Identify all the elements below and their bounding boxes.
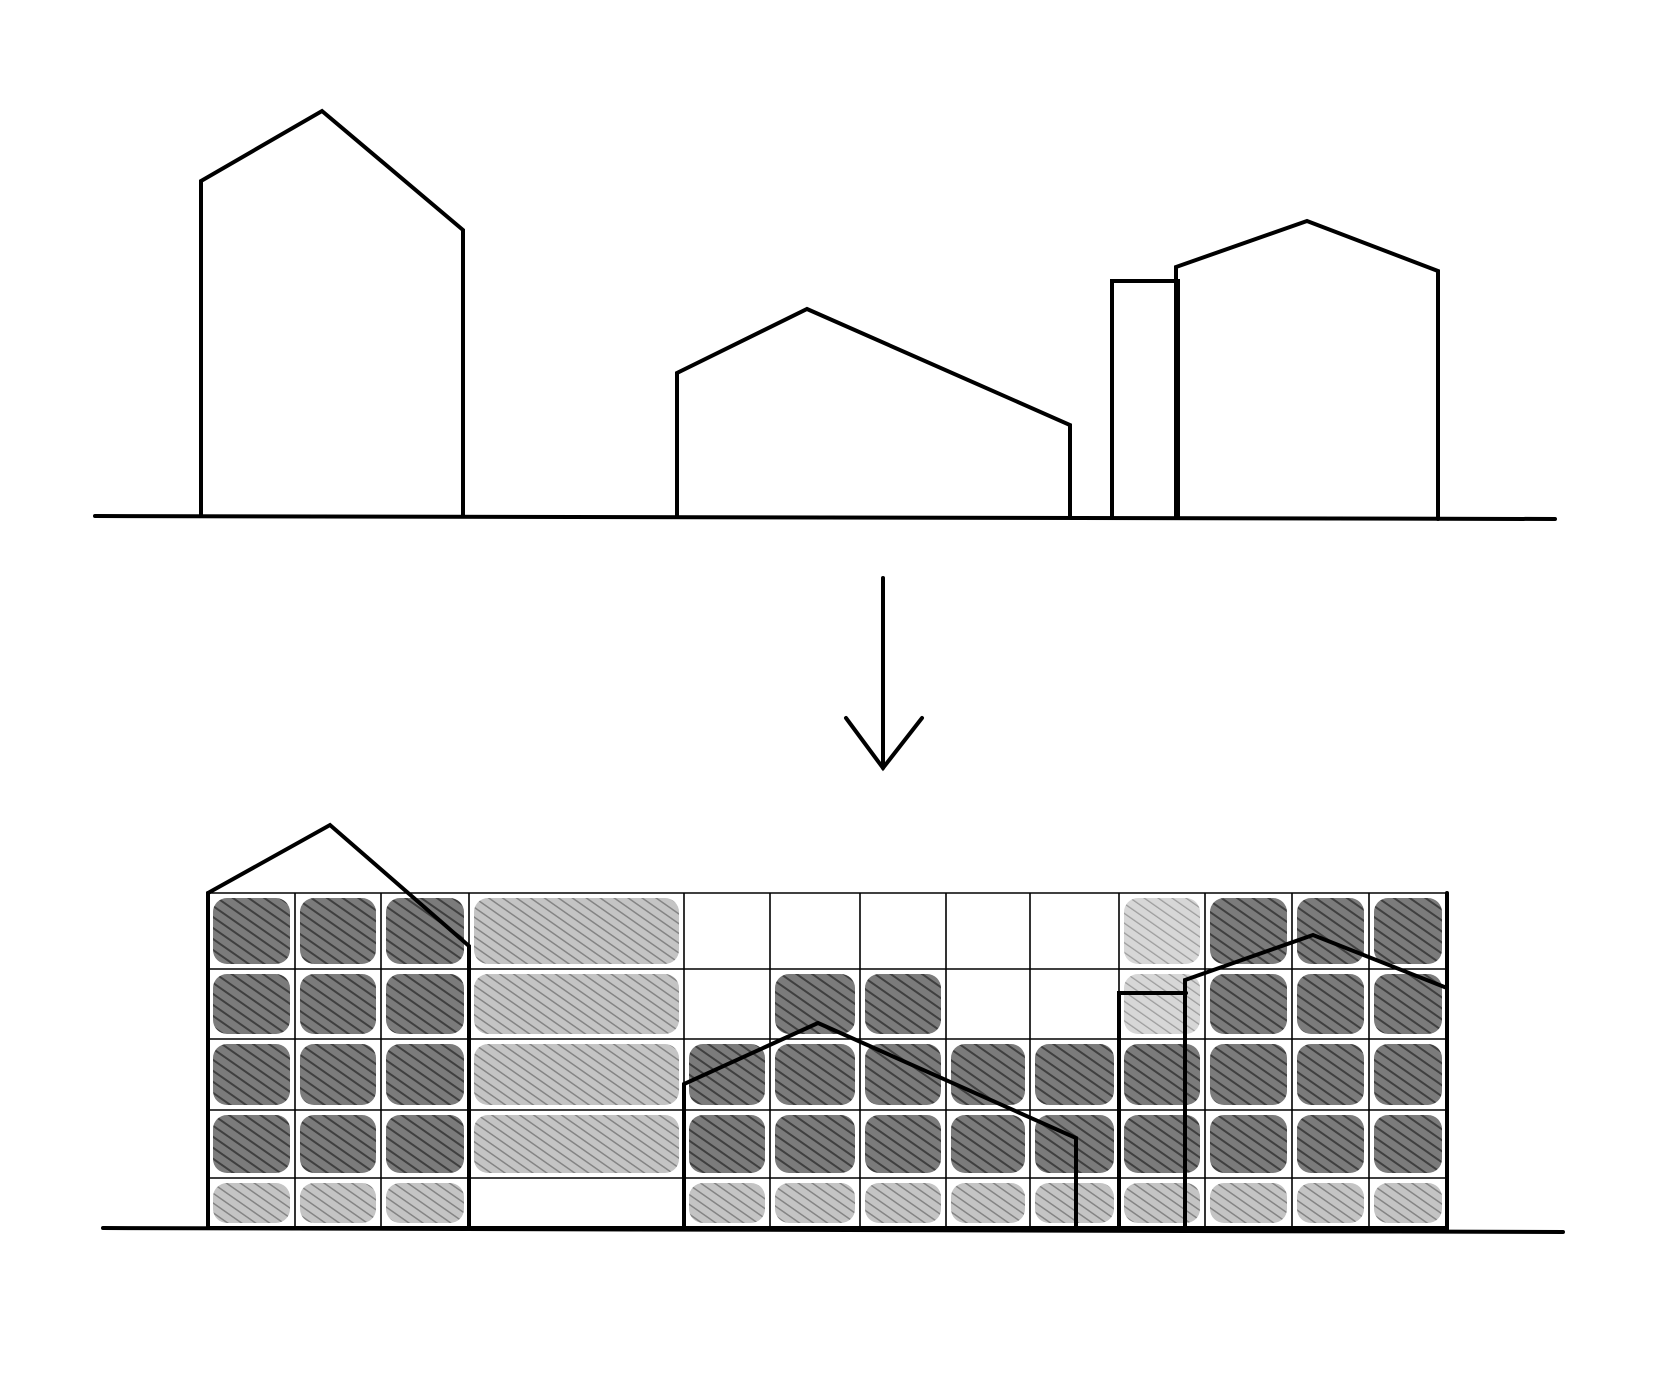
hatched-cell <box>951 1115 1025 1173</box>
hatched-cell <box>386 974 464 1034</box>
hatched-cell <box>213 974 290 1034</box>
hatched-cell <box>386 898 464 964</box>
hatched-cell <box>1297 1183 1364 1223</box>
hatched-cell <box>386 1183 464 1223</box>
hatched-cell <box>1124 1115 1200 1173</box>
hatched-cell <box>300 1115 376 1173</box>
hatched-cell <box>1374 1044 1442 1105</box>
hatched-cell <box>951 1183 1025 1223</box>
hatched-cell <box>1124 974 1200 1034</box>
hatched-cell <box>689 1044 765 1105</box>
after-section <box>101 822 1565 1234</box>
transformation-arrow <box>844 576 924 772</box>
hatched-cell <box>1297 1115 1364 1173</box>
hatched-cell <box>1124 1044 1200 1105</box>
hatched-cell <box>1210 974 1287 1034</box>
hatched-cell <box>1035 1044 1114 1105</box>
right-gable-building <box>1174 218 1440 521</box>
overlay-side-tower <box>1117 991 1188 1231</box>
hatched-cell <box>865 1044 941 1105</box>
hatched-cell <box>865 974 941 1034</box>
hatched-cell <box>213 1183 290 1223</box>
hatched-cell <box>474 974 679 1034</box>
side-tower-building <box>1110 279 1180 520</box>
tall-gable-building <box>199 108 465 518</box>
hatched-cell <box>213 898 290 964</box>
hatched-cell <box>1374 898 1442 964</box>
hatched-cell <box>775 1183 855 1223</box>
hatched-cell <box>1297 898 1364 964</box>
hatched-cell <box>213 1115 290 1173</box>
hatched-cell <box>1374 1115 1442 1173</box>
hatched-cell <box>474 898 679 964</box>
hatched-cell <box>951 1044 1025 1105</box>
hatched-cell <box>1124 898 1200 964</box>
hatched-cell <box>689 1183 765 1223</box>
before-section <box>93 108 1557 521</box>
hatched-cell <box>1374 974 1442 1034</box>
hatched-cell <box>474 1044 679 1105</box>
hatched-cell <box>1297 1044 1364 1105</box>
hatched-cell <box>775 1044 855 1105</box>
hatched-cell <box>474 1115 679 1173</box>
hatched-cell <box>213 1044 290 1105</box>
hatched-cell <box>1210 1115 1287 1173</box>
hatched-cell <box>386 1044 464 1105</box>
low-gable-building <box>675 306 1072 519</box>
hatched-cell <box>1124 1183 1200 1223</box>
hatched-cell <box>1210 1183 1287 1223</box>
hatched-cell <box>386 1115 464 1173</box>
hatched-cell <box>775 1115 855 1173</box>
hatched-cell <box>300 898 376 964</box>
hatched-cell <box>689 1115 765 1173</box>
overlay-tall-gable <box>206 822 471 1230</box>
hatched-cell <box>1210 898 1287 964</box>
hatched-cell <box>300 974 376 1034</box>
ground-line-top <box>93 514 1557 521</box>
overlay-right-gable <box>1183 932 1449 1232</box>
arrow-head-icon <box>844 716 924 772</box>
hatched-cell <box>865 1183 941 1223</box>
hatched-cell <box>300 1183 376 1223</box>
hatched-cells <box>213 898 1442 1223</box>
hatched-cell <box>775 974 855 1034</box>
hatched-cell <box>1297 974 1364 1034</box>
overlay-low-gable <box>682 1020 1078 1231</box>
hatched-cell <box>1210 1044 1287 1105</box>
hatched-cell <box>1374 1183 1442 1223</box>
ground-line-bottom <box>101 1226 1565 1234</box>
hatched-cell <box>865 1115 941 1173</box>
hatched-cell <box>300 1044 376 1105</box>
